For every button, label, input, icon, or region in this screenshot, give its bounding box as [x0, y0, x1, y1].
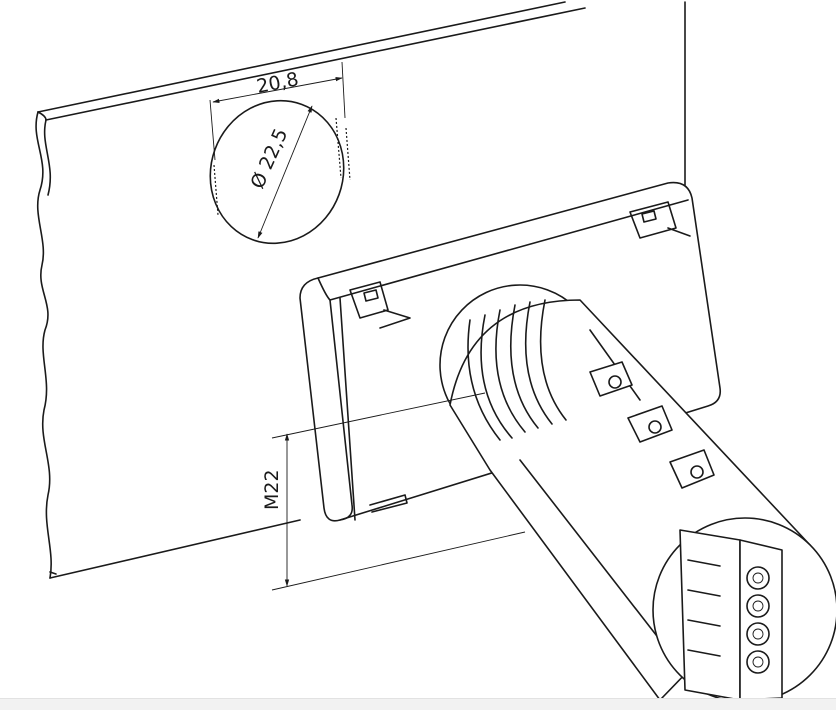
thread-dimension: M22	[261, 392, 526, 591]
cutout-diameter-label: Ø 22,5	[246, 125, 292, 192]
terminal-block	[652, 517, 836, 700]
cutout-width-label: 20,8	[255, 68, 301, 98]
footer-bar	[0, 698, 836, 710]
mounting-panel	[35, 1, 686, 579]
thread-size-label: M22	[261, 469, 283, 510]
panel-cutout: 20,8 Ø 22,5	[209, 61, 351, 245]
